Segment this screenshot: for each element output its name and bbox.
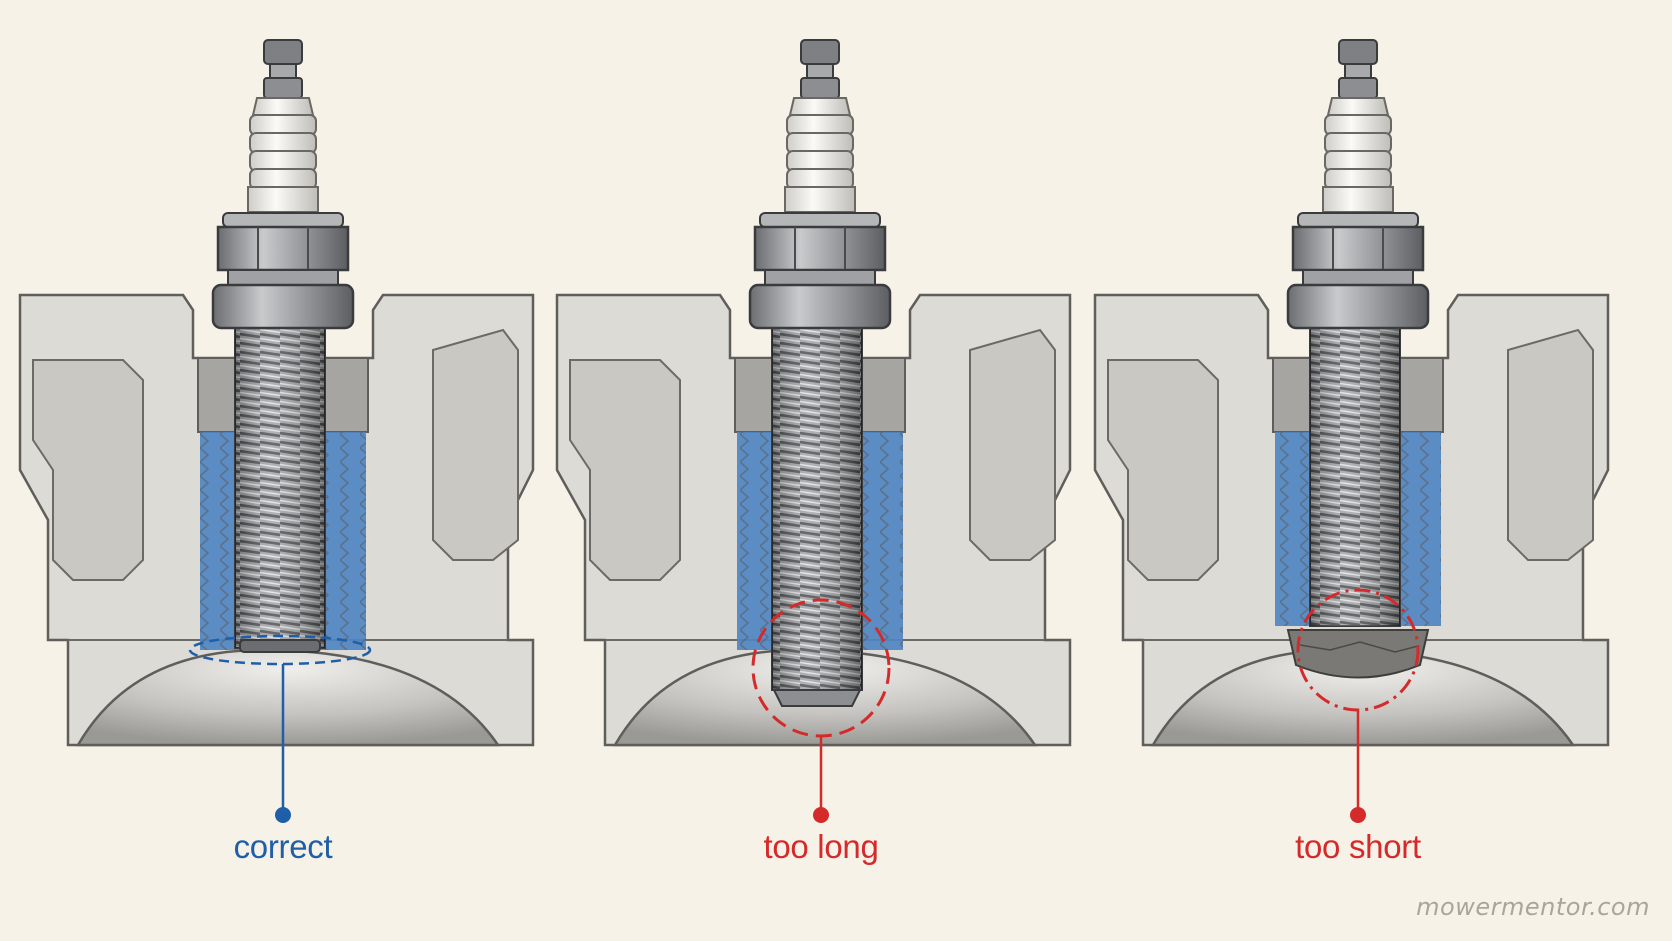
spark-plug	[1286, 38, 1430, 330]
callout-dot	[813, 807, 829, 823]
callout-dot	[1350, 807, 1366, 823]
spark-plug	[211, 38, 355, 330]
label-too-short: too short	[1295, 828, 1421, 865]
watermark-text: mowermentor.com	[1416, 893, 1650, 921]
panel-too-short	[1093, 38, 1610, 823]
label-correct: correct	[233, 828, 333, 865]
panel-correct	[18, 38, 535, 823]
spark-plug	[748, 38, 892, 330]
label-too-long: too long	[763, 828, 879, 865]
callout-dot	[275, 807, 291, 823]
panel-too-long	[555, 38, 1072, 823]
exposed-threads	[1286, 629, 1430, 679]
callout-ellipse	[188, 634, 372, 666]
